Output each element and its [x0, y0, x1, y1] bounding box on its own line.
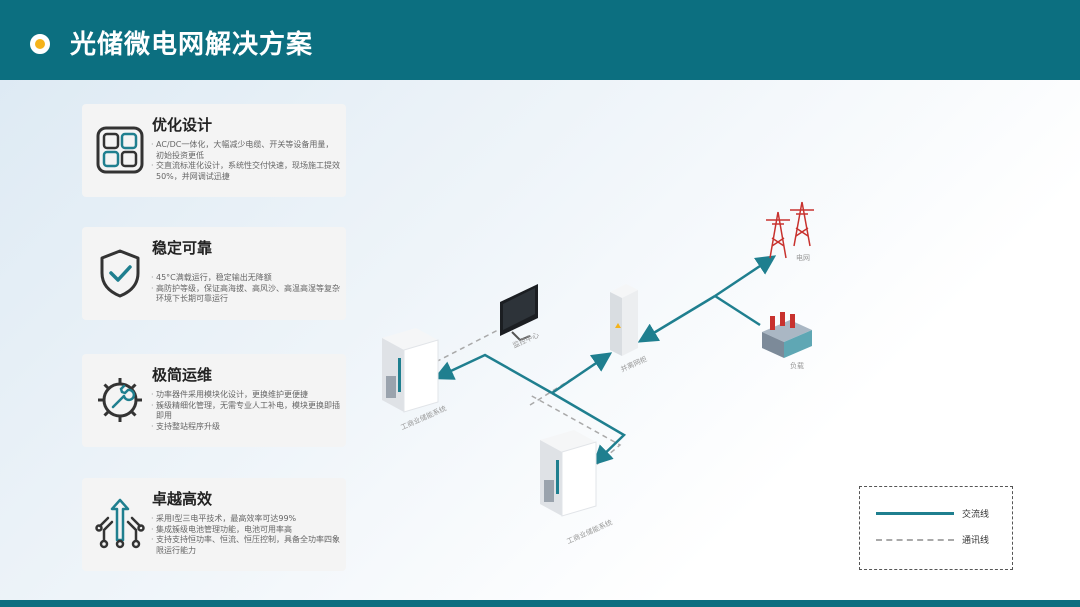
legend-swatch-solid — [876, 512, 954, 515]
grid-cabinet-label: 并离网柜 — [619, 354, 648, 374]
circuit-arrow-icon — [95, 498, 145, 549]
grid-label: 电网 — [796, 253, 810, 262]
legend: 交流线 通讯线 — [859, 486, 1013, 570]
card-bullets: 采用I型三电平技术，最高效率可达99% 集成簇级电池管理功能，电池可用率高 支持… — [151, 514, 340, 556]
factory-load-icon — [762, 312, 812, 358]
card-title: 卓越高效 — [152, 490, 213, 508]
title-bullet-icon — [30, 34, 50, 54]
storage-cabinet-a-icon — [382, 328, 439, 413]
load-label: 负载 — [790, 361, 804, 370]
card-bullets: AC/DC一体化，大幅减少电缆、开关等设备用量，初始投资更低 交直流标准化设计，… — [151, 140, 340, 182]
power-tower-icon — [766, 201, 814, 259]
card-bullet: 功率器件采用模块化设计，更换维护更便捷 — [151, 390, 340, 401]
modules-grid-icon — [96, 126, 144, 174]
legend-label: 通讯线 — [962, 536, 990, 546]
feature-card-efficiency: 卓越高效 采用I型三电平技术，最高效率可达99% 集成簇级电池管理功能，电池可用… — [82, 478, 346, 571]
card-bullet: 交直流标准化设计，系统性交付快速，现场施工提效50%，并网调试迅捷 — [151, 161, 340, 182]
page-title: 光储微电网解决方案 — [70, 30, 314, 60]
gear-wrench-icon — [98, 378, 142, 422]
grid-cabinet-icon — [610, 284, 638, 356]
ac-lines — [433, 255, 777, 466]
card-bullet: 高防护等级，保证高海拔、高风沙、高温高湿等复杂环境下长期可靠运行 — [151, 284, 340, 305]
feature-card-design: 优化设计 AC/DC一体化，大幅减少电缆、开关等设备用量，初始投资更低 交直流标… — [82, 104, 346, 197]
card-title: 极简运维 — [152, 366, 213, 384]
card-title: 优化设计 — [152, 116, 213, 134]
system-diagram: 电网 负载 监控中心 并离网柜 工商业储能系统 工 — [382, 201, 814, 546]
monitor-label: 监控中心 — [511, 330, 540, 350]
card-title: 稳定可靠 — [152, 239, 213, 257]
card-bullets: 功率器件采用模块化设计，更换维护更便捷 簇级精细化管理，无需专业人工补电，模块更… — [151, 390, 340, 433]
card-bullet: 支持整站程序升级 — [151, 422, 340, 433]
card-bullets: 45°C满载运行，稳定输出无降额 高防护等级，保证高海拔、高风沙、高温高湿等复杂… — [151, 273, 340, 305]
legend-label: 交流线 — [962, 510, 990, 520]
card-bullet: 采用I型三电平技术，最高效率可达99% — [151, 514, 340, 525]
legend-item-comm: 通讯线 — [876, 533, 989, 546]
storage-b-label: 工商业储能系统 — [565, 518, 613, 546]
feature-card-maintenance: 极简运维 功率器件采用模块化设计，更换维护更便捷 簇级精细化管理，无需专业人工补… — [82, 354, 346, 447]
shield-check-icon — [100, 249, 140, 298]
card-bullet: 支持支持恒功率、恒流、恒压控制，具备全功率四象限运行能力 — [151, 535, 340, 556]
card-bullet: 集成簇级电池管理功能，电池可用率高 — [151, 525, 340, 536]
legend-item-ac: 交流线 — [876, 507, 989, 520]
card-bullet: 45°C满载运行，稳定输出无降额 — [151, 273, 340, 284]
card-bullet: AC/DC一体化，大幅减少电缆、开关等设备用量，初始投资更低 — [151, 140, 340, 161]
storage-cabinet-b-icon — [540, 430, 597, 517]
monitor-icon — [500, 284, 538, 342]
header-bar: 光储微电网解决方案 — [0, 0, 1080, 80]
card-bullet: 簇级精细化管理，无需专业人工补电，模块更换即插即用 — [151, 401, 340, 422]
legend-swatch-dashed — [876, 538, 954, 541]
footer-bar — [0, 600, 1080, 607]
feature-card-reliable: 稳定可靠 45°C满载运行，稳定输出无降额 高防护等级，保证高海拔、高风沙、高温… — [82, 227, 346, 320]
